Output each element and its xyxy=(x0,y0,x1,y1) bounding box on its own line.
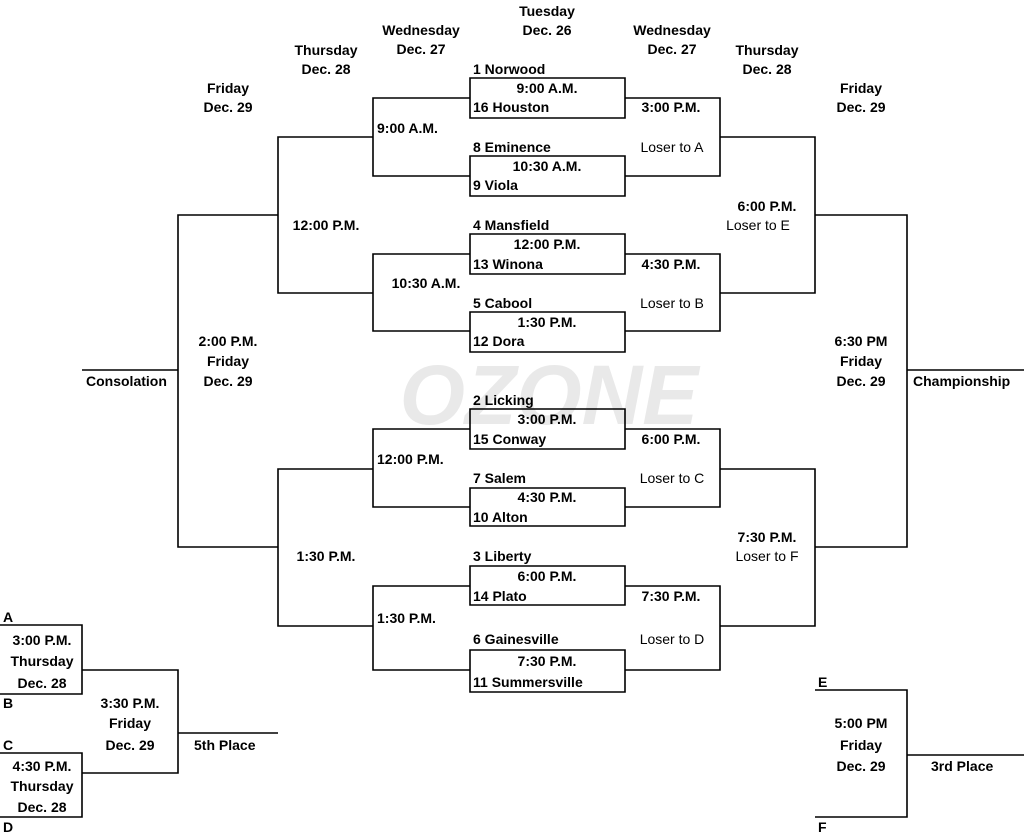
consolation-final-day: Friday xyxy=(206,353,250,369)
championship-qf-time: 7:30 P.M. xyxy=(641,588,701,604)
championship-final-day: Friday xyxy=(839,353,883,369)
ozone-watermark-logo: OZONE xyxy=(400,352,702,442)
championship-qf-time: 6:00 P.M. xyxy=(641,431,701,447)
consolation-final-time: 2:00 P.M. xyxy=(198,333,258,349)
match-time: 12:00 P.M. xyxy=(513,236,581,252)
third-game-time: 5:00 PM xyxy=(834,715,888,731)
championship-semi-loser: Loser to E xyxy=(726,217,790,233)
fifth-game1-date: Dec. 28 xyxy=(17,675,67,691)
championship-qf-time: 3:00 P.M. xyxy=(641,99,701,115)
consolation-semi-time: 12:00 P.M. xyxy=(292,217,360,233)
championship-final-date: Dec. 29 xyxy=(836,373,886,389)
match-time: 9:00 A.M. xyxy=(516,80,578,96)
fifth-game1-time: 3:00 P.M. xyxy=(12,632,72,648)
third-place-label: 3rd Place xyxy=(931,758,994,774)
header-tuesday-date: Dec. 26 xyxy=(522,22,572,38)
match-time: 4:30 P.M. xyxy=(517,489,577,505)
fifth-game2-date: Dec. 28 xyxy=(17,799,67,815)
championship-qf-loser: Loser to C xyxy=(639,470,705,486)
fifth-game2-time: 4:30 P.M. xyxy=(12,758,72,774)
consolation-qf-time: 10:30 A.M. xyxy=(391,275,461,291)
fifth-place-letter: D xyxy=(3,819,14,835)
match-time: 7:30 P.M. xyxy=(517,653,577,669)
fifth-place-label: 5th Place xyxy=(194,737,256,753)
header-tuesday-day: Tuesday xyxy=(519,3,575,19)
header-friday-left-day: Friday xyxy=(206,80,250,96)
header-friday-right-date: Dec. 29 xyxy=(836,99,886,115)
team-seed-entry: 15 Conway xyxy=(473,431,547,447)
team-seed-entry: 5 Cabool xyxy=(473,295,533,311)
championship-qf-loser: Loser to B xyxy=(640,295,704,311)
consolation-label: Consolation xyxy=(86,373,167,389)
match-time: 1:30 P.M. xyxy=(517,314,577,330)
consolation-qf-time: 12:00 P.M. xyxy=(377,451,444,467)
header-wednesday-right-day: Wednesday xyxy=(633,22,711,38)
championship-qf-loser: Loser to D xyxy=(639,631,705,647)
fifth-game1-day: Thursday xyxy=(10,653,74,669)
team-seed-entry: 3 Liberty xyxy=(473,548,532,564)
third-game-date: Dec. 29 xyxy=(836,758,886,774)
third-place-letter: E xyxy=(818,674,828,690)
championship-semi-time: 7:30 P.M. xyxy=(737,529,797,545)
match-time: 6:00 P.M. xyxy=(517,568,577,584)
consolation-qf-time: 1:30 P.M. xyxy=(377,610,436,626)
header-thursday-right-day: Thursday xyxy=(735,42,799,58)
header-thursday-right-date: Dec. 28 xyxy=(742,61,792,77)
team-seed-entry: 2 Licking xyxy=(473,392,534,408)
consolation-qf-line xyxy=(372,97,470,671)
fifth-place-line xyxy=(0,624,278,818)
team-seed-entry: 1 Norwood xyxy=(473,61,546,77)
header-friday-right-day: Friday xyxy=(839,80,883,96)
championship-qf-time: 4:30 P.M. xyxy=(641,256,701,272)
team-seed-entry: 9 Viola xyxy=(473,177,518,193)
team-seed-entry: 13 Winona xyxy=(473,256,543,272)
box-line xyxy=(469,77,626,693)
team-seed-entry: 11 Summersville xyxy=(473,674,583,690)
third-game-day: Friday xyxy=(839,737,883,753)
championship-qf-line xyxy=(625,97,721,671)
fifth-final-date: Dec. 29 xyxy=(105,737,155,753)
consolation-final-line xyxy=(82,214,278,548)
team-seed-entry: 7 Salem xyxy=(473,470,526,486)
consolation-semi-time: 1:30 P.M. xyxy=(296,548,356,564)
header-thursday-left-date: Dec. 28 xyxy=(301,61,351,77)
championship-semi-time: 6:00 P.M. xyxy=(737,198,797,214)
third-place-letter: F xyxy=(818,819,827,835)
third-place-line xyxy=(815,689,1024,818)
team-seed-entry: 10 Alton xyxy=(473,509,528,525)
team-seed-entry: 12 Dora xyxy=(473,333,525,349)
fifth-game2-day: Thursday xyxy=(10,778,74,794)
fifth-final-time: 3:30 P.M. xyxy=(100,695,160,711)
championship-semi-loser: Loser to F xyxy=(735,548,799,564)
fifth-place-letter: A xyxy=(3,609,14,625)
header-friday-left-date: Dec. 29 xyxy=(203,99,253,115)
championship-label: Championship xyxy=(913,373,1011,389)
fifth-place-letter: C xyxy=(3,737,14,753)
fifth-final-day: Friday xyxy=(108,715,152,731)
consolation-qf-time: 9:00 A.M. xyxy=(377,120,438,136)
header-wednesday-left-day: Wednesday xyxy=(382,22,460,38)
team-seed-entry: 16 Houston xyxy=(473,99,550,115)
header-wednesday-right-date: Dec. 27 xyxy=(647,41,697,57)
match-time: 10:30 A.M. xyxy=(512,158,582,174)
championship-qf-loser: Loser to A xyxy=(640,139,704,155)
watermark-text: OZONE xyxy=(400,352,702,442)
team-seed-entry: 8 Eminence xyxy=(473,139,551,155)
championship-final-time: 6:30 PM xyxy=(834,333,888,349)
header-thursday-left-day: Thursday xyxy=(294,42,358,58)
match-time: 3:00 P.M. xyxy=(517,411,577,427)
fifth-place-letter: B xyxy=(3,695,14,711)
consolation-final-date: Dec. 29 xyxy=(203,373,253,389)
championship-final-line xyxy=(815,214,1024,548)
header-wednesday-left-date: Dec. 27 xyxy=(396,41,446,57)
team-seed-entry: 14 Plato xyxy=(473,588,527,604)
team-seed-entry: 6 Gainesville xyxy=(473,631,559,647)
team-seed-entry: 4 Mansfield xyxy=(473,217,550,233)
